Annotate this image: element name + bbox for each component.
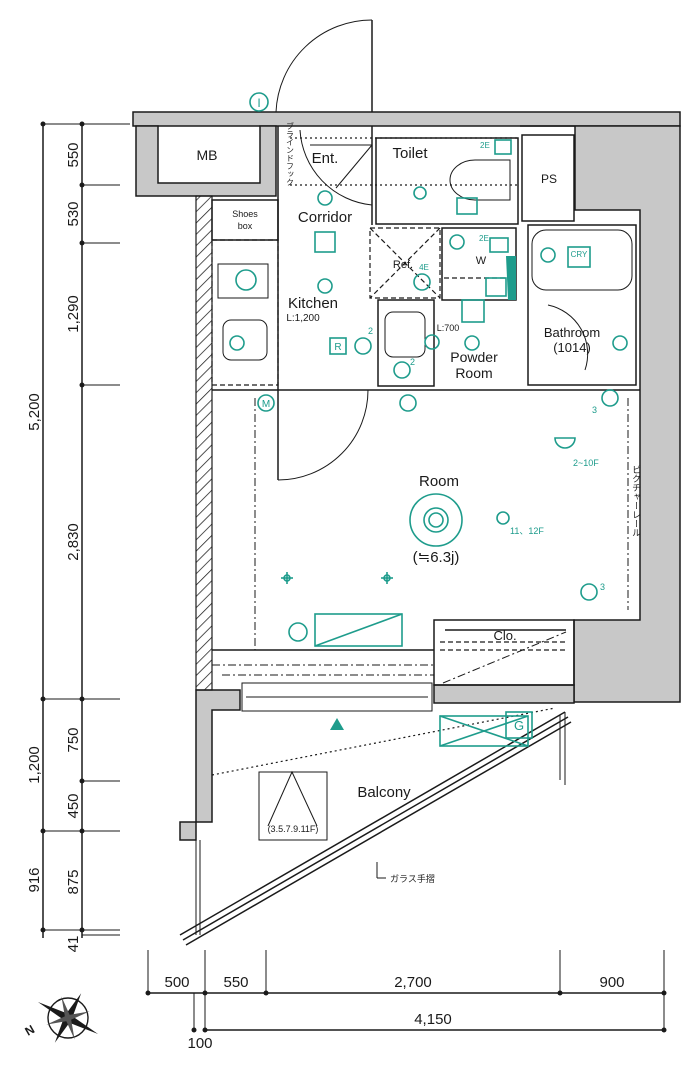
entrance-area: [290, 129, 520, 206]
kitchen-counter: [211, 239, 279, 386]
dim-5200: 5,200: [26, 393, 43, 431]
room-label-entrance: Ent.: [312, 150, 339, 167]
room-outlet-count-upper: 3: [592, 405, 597, 415]
bracket-light-floors: 2~10F: [573, 458, 599, 468]
bottom-dimensions: 500 550 2,700 900 4,150 100: [145, 950, 667, 1052]
left-dimensions: 550 530 1,290 2,830 750 450 875 41 5,200…: [26, 121, 130, 953]
svg-text:G: G: [514, 718, 524, 733]
dim-100: 100: [187, 1035, 212, 1052]
room-size: (≒6.3j): [413, 549, 460, 566]
room-label-toilet: Toilet: [392, 145, 428, 162]
room-label-balcony: Balcony: [357, 784, 411, 801]
dim-2700: 2,700: [394, 974, 432, 991]
vanity: [384, 299, 485, 379]
balcony-outline: [179, 707, 572, 946]
room-label-powder-1: Powder: [450, 349, 498, 365]
dim-450: 450: [65, 793, 82, 818]
dim-41: 41: [65, 936, 82, 953]
bathroom-size: (1014): [553, 340, 591, 355]
room-label-ps: PS: [541, 172, 557, 186]
room-door: [277, 389, 369, 481]
picture-rail-note: ピクチャーレール: [631, 465, 641, 537]
shoes-box-label-2: box: [238, 221, 253, 231]
toilet-fixture: [413, 139, 512, 215]
compass-north-label: N: [23, 1022, 38, 1038]
room-equipment: [254, 389, 629, 650]
dim-1200: 1,200: [26, 746, 43, 784]
glass-handrail-note: ガラス手摺: [390, 873, 435, 884]
dim-875: 875: [65, 869, 82, 894]
room-label-corridor: Corridor: [298, 209, 352, 226]
vanity-length: L:700: [437, 323, 460, 333]
washer-area: [444, 234, 516, 300]
dim-550: 550: [65, 142, 82, 167]
room-label-closet: Clo.: [493, 628, 516, 643]
exterior-walls: [132, 111, 681, 841]
dim-900: 900: [599, 974, 624, 991]
gas-water-heater: G: [439, 711, 533, 747]
dim-2830: 2,830: [65, 523, 82, 561]
balcony-window: [212, 664, 434, 712]
dim-550-bottom: 550: [223, 974, 248, 991]
kitchen-length: L:1,200: [286, 313, 320, 324]
outdoor-unit-floors: (3.5.7.9.11F): [268, 824, 319, 834]
room-label-washer: W: [476, 255, 487, 267]
entrance-door: [275, 19, 373, 113]
compass-icon: N: [23, 993, 99, 1043]
svg-text:I: I: [257, 96, 260, 110]
dim-4150: 4,150: [414, 1011, 452, 1028]
dim-500: 500: [164, 974, 189, 991]
room-label-room: Room: [419, 473, 459, 490]
svg-text:CRY: CRY: [571, 250, 588, 259]
kitchen-outlet-count: 2: [368, 326, 373, 336]
washer-outlet-note: 2E: [479, 234, 489, 243]
dim-530: 530: [65, 201, 82, 226]
dim-750: 750: [65, 727, 82, 752]
shoes-box-label-1: Shoes: [232, 209, 258, 219]
room-label-mb: MB: [197, 147, 218, 163]
dim-916: 916: [26, 867, 43, 892]
window-arrow-icon: [330, 718, 344, 730]
refrigerator: [369, 227, 441, 299]
svg-text:R: R: [334, 342, 341, 353]
room-label-bathroom: Bathroom: [544, 325, 600, 340]
structural-wall: [195, 195, 213, 691]
room-outlet-count-lower: 3: [600, 582, 605, 592]
blind-hook-note: ブラインドフック: [286, 121, 295, 186]
closet: [440, 629, 567, 684]
intercom-icon: I: [249, 92, 269, 112]
toilet-outlet-note: 2E: [480, 141, 490, 150]
interior-walls: [211, 126, 640, 686]
corridor-equipment: R M: [257, 190, 417, 412]
bathtub: CRY: [531, 229, 633, 371]
refrigerator-outlet-note: 4E: [419, 263, 429, 272]
svg-text:M: M: [262, 399, 270, 410]
downlight-floors: 11、12F: [510, 526, 544, 536]
dim-1290: 1,290: [65, 295, 82, 333]
room-label-refrigerator: Ref.: [393, 259, 413, 271]
room-label-powder-2: Room: [455, 365, 492, 381]
vanity-outlet-count: 2: [410, 357, 415, 367]
room-label-kitchen: Kitchen: [288, 295, 338, 312]
